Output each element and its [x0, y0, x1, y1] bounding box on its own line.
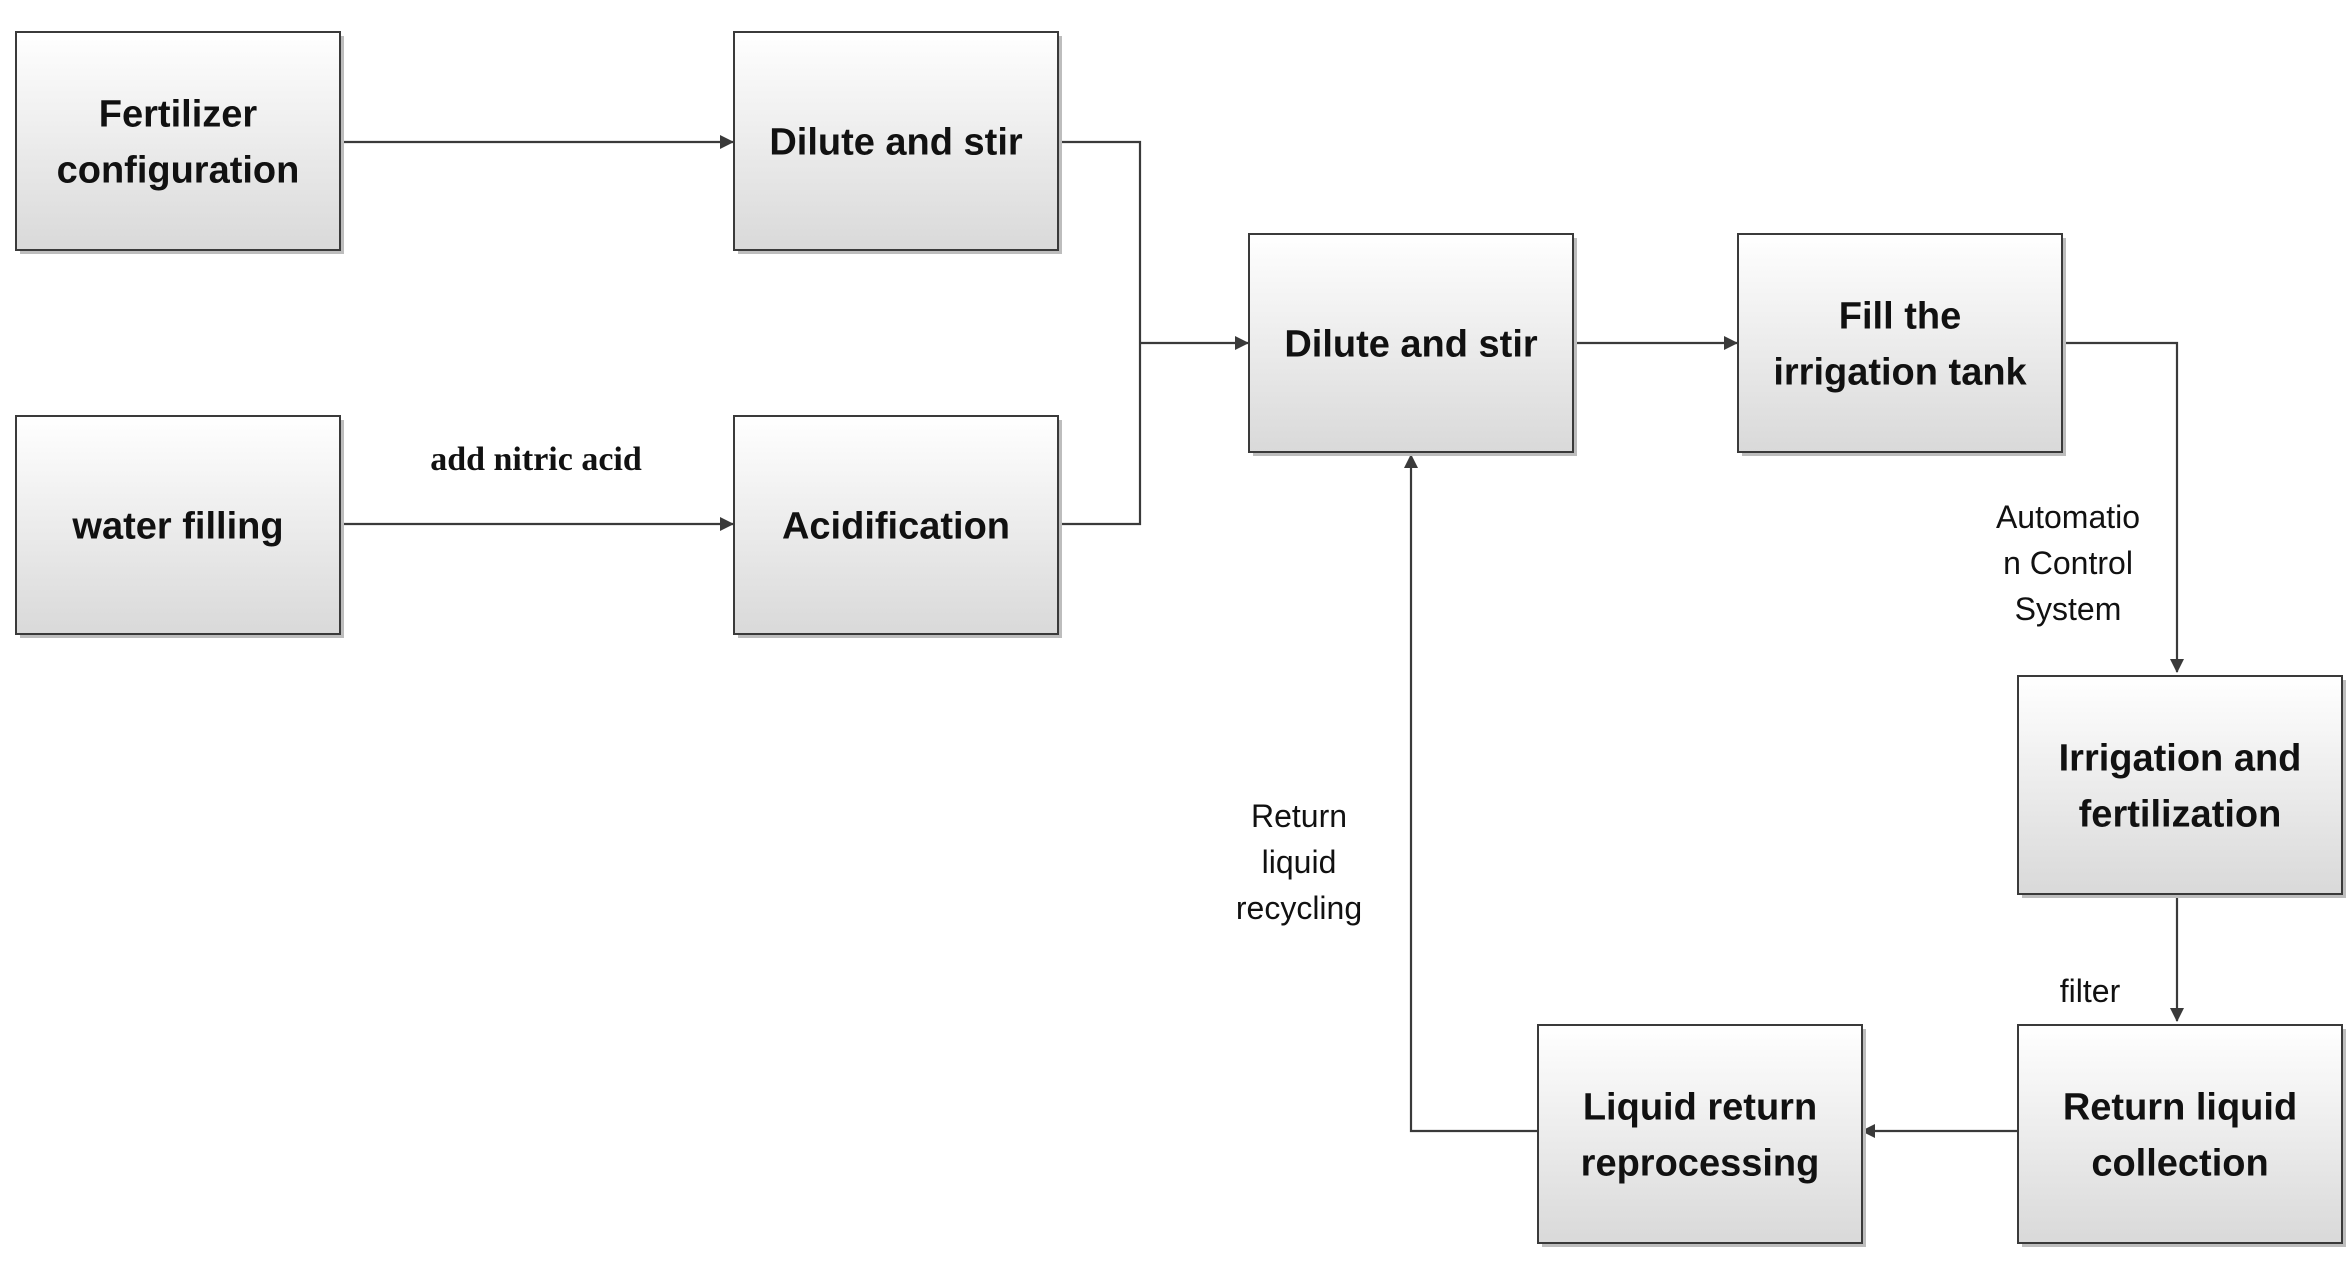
edge-reprocessing-to-dilute2 [1404, 454, 1537, 1133]
box-dilute-and-stir-1: Dilute and stir [733, 31, 1062, 254]
text-line: Irrigation and [2059, 737, 2302, 779]
edge-filltank-to-irrigation [2062, 341, 2184, 673]
box-label: water filling [71, 505, 283, 547]
text-line: reprocessing [1581, 1142, 1820, 1184]
box-dilute-and-stir-2: Dilute and stir [1248, 233, 1577, 456]
text-line: Acidification [782, 505, 1010, 547]
text-line: filter [2060, 973, 2121, 1009]
connectors [340, 135, 2184, 1138]
box-label: Acidification [782, 505, 1010, 547]
box-fertilizer-configuration: Fertilizer configuration [15, 31, 344, 254]
text-line: fertilization [2079, 793, 2282, 835]
edge-dilute1-to-junction [1058, 140, 1142, 343]
box-irrigation-and-fertilization: Irrigation and fertilization [2017, 675, 2346, 898]
edge-acidification-to-junction [1058, 343, 1142, 526]
text-line: Dilute and stir [1284, 323, 1538, 365]
text-line: Return [1251, 798, 1347, 834]
box-acidification: Acidification [733, 415, 1062, 638]
box-label: Return liquid collection [2063, 1086, 2297, 1184]
text-line: collection [2091, 1142, 2268, 1184]
text-line: Dilute and stir [769, 121, 1023, 163]
box-label: Dilute and stir [1284, 323, 1538, 365]
text-line: Automatio [1996, 499, 2140, 535]
text-line: Fertilizer [99, 93, 258, 135]
box-return-liquid-collection: Return liquid collection [2017, 1024, 2346, 1247]
box-label: Dilute and stir [769, 121, 1023, 163]
text-line: liquid [1262, 844, 1337, 880]
text-line: Liquid return [1583, 1086, 1817, 1128]
box-liquid-return-reprocessing: Liquid return reprocessing [1537, 1024, 1866, 1247]
text-line: Fill the [1839, 295, 1961, 337]
label-return-liquid-recycling: Return liquid recycling [1236, 798, 1362, 926]
box-water-filling: water filling [15, 415, 344, 638]
box-label: Fertilizer configuration [57, 93, 300, 191]
box-label: Irrigation and fertilization [2059, 737, 2302, 835]
label-add-nitric-acid: add nitric acid [430, 441, 642, 478]
box-label: Fill the irrigation tank [1773, 295, 2027, 393]
box-fill-the-irrigation-tank: Fill the irrigation tank [1737, 233, 2066, 456]
text-line: Return liquid [2063, 1086, 2297, 1128]
text-line: System [2015, 591, 2122, 627]
text-line: irrigation tank [1773, 351, 2027, 393]
text-line: add nitric acid [430, 441, 642, 478]
text-line: n Control [2003, 545, 2133, 581]
label-filter: filter [2060, 973, 2121, 1009]
text-line: water filling [71, 505, 283, 547]
text-line: configuration [57, 149, 300, 191]
text-line: recycling [1236, 890, 1362, 926]
box-label: Liquid return reprocessing [1581, 1086, 1820, 1184]
